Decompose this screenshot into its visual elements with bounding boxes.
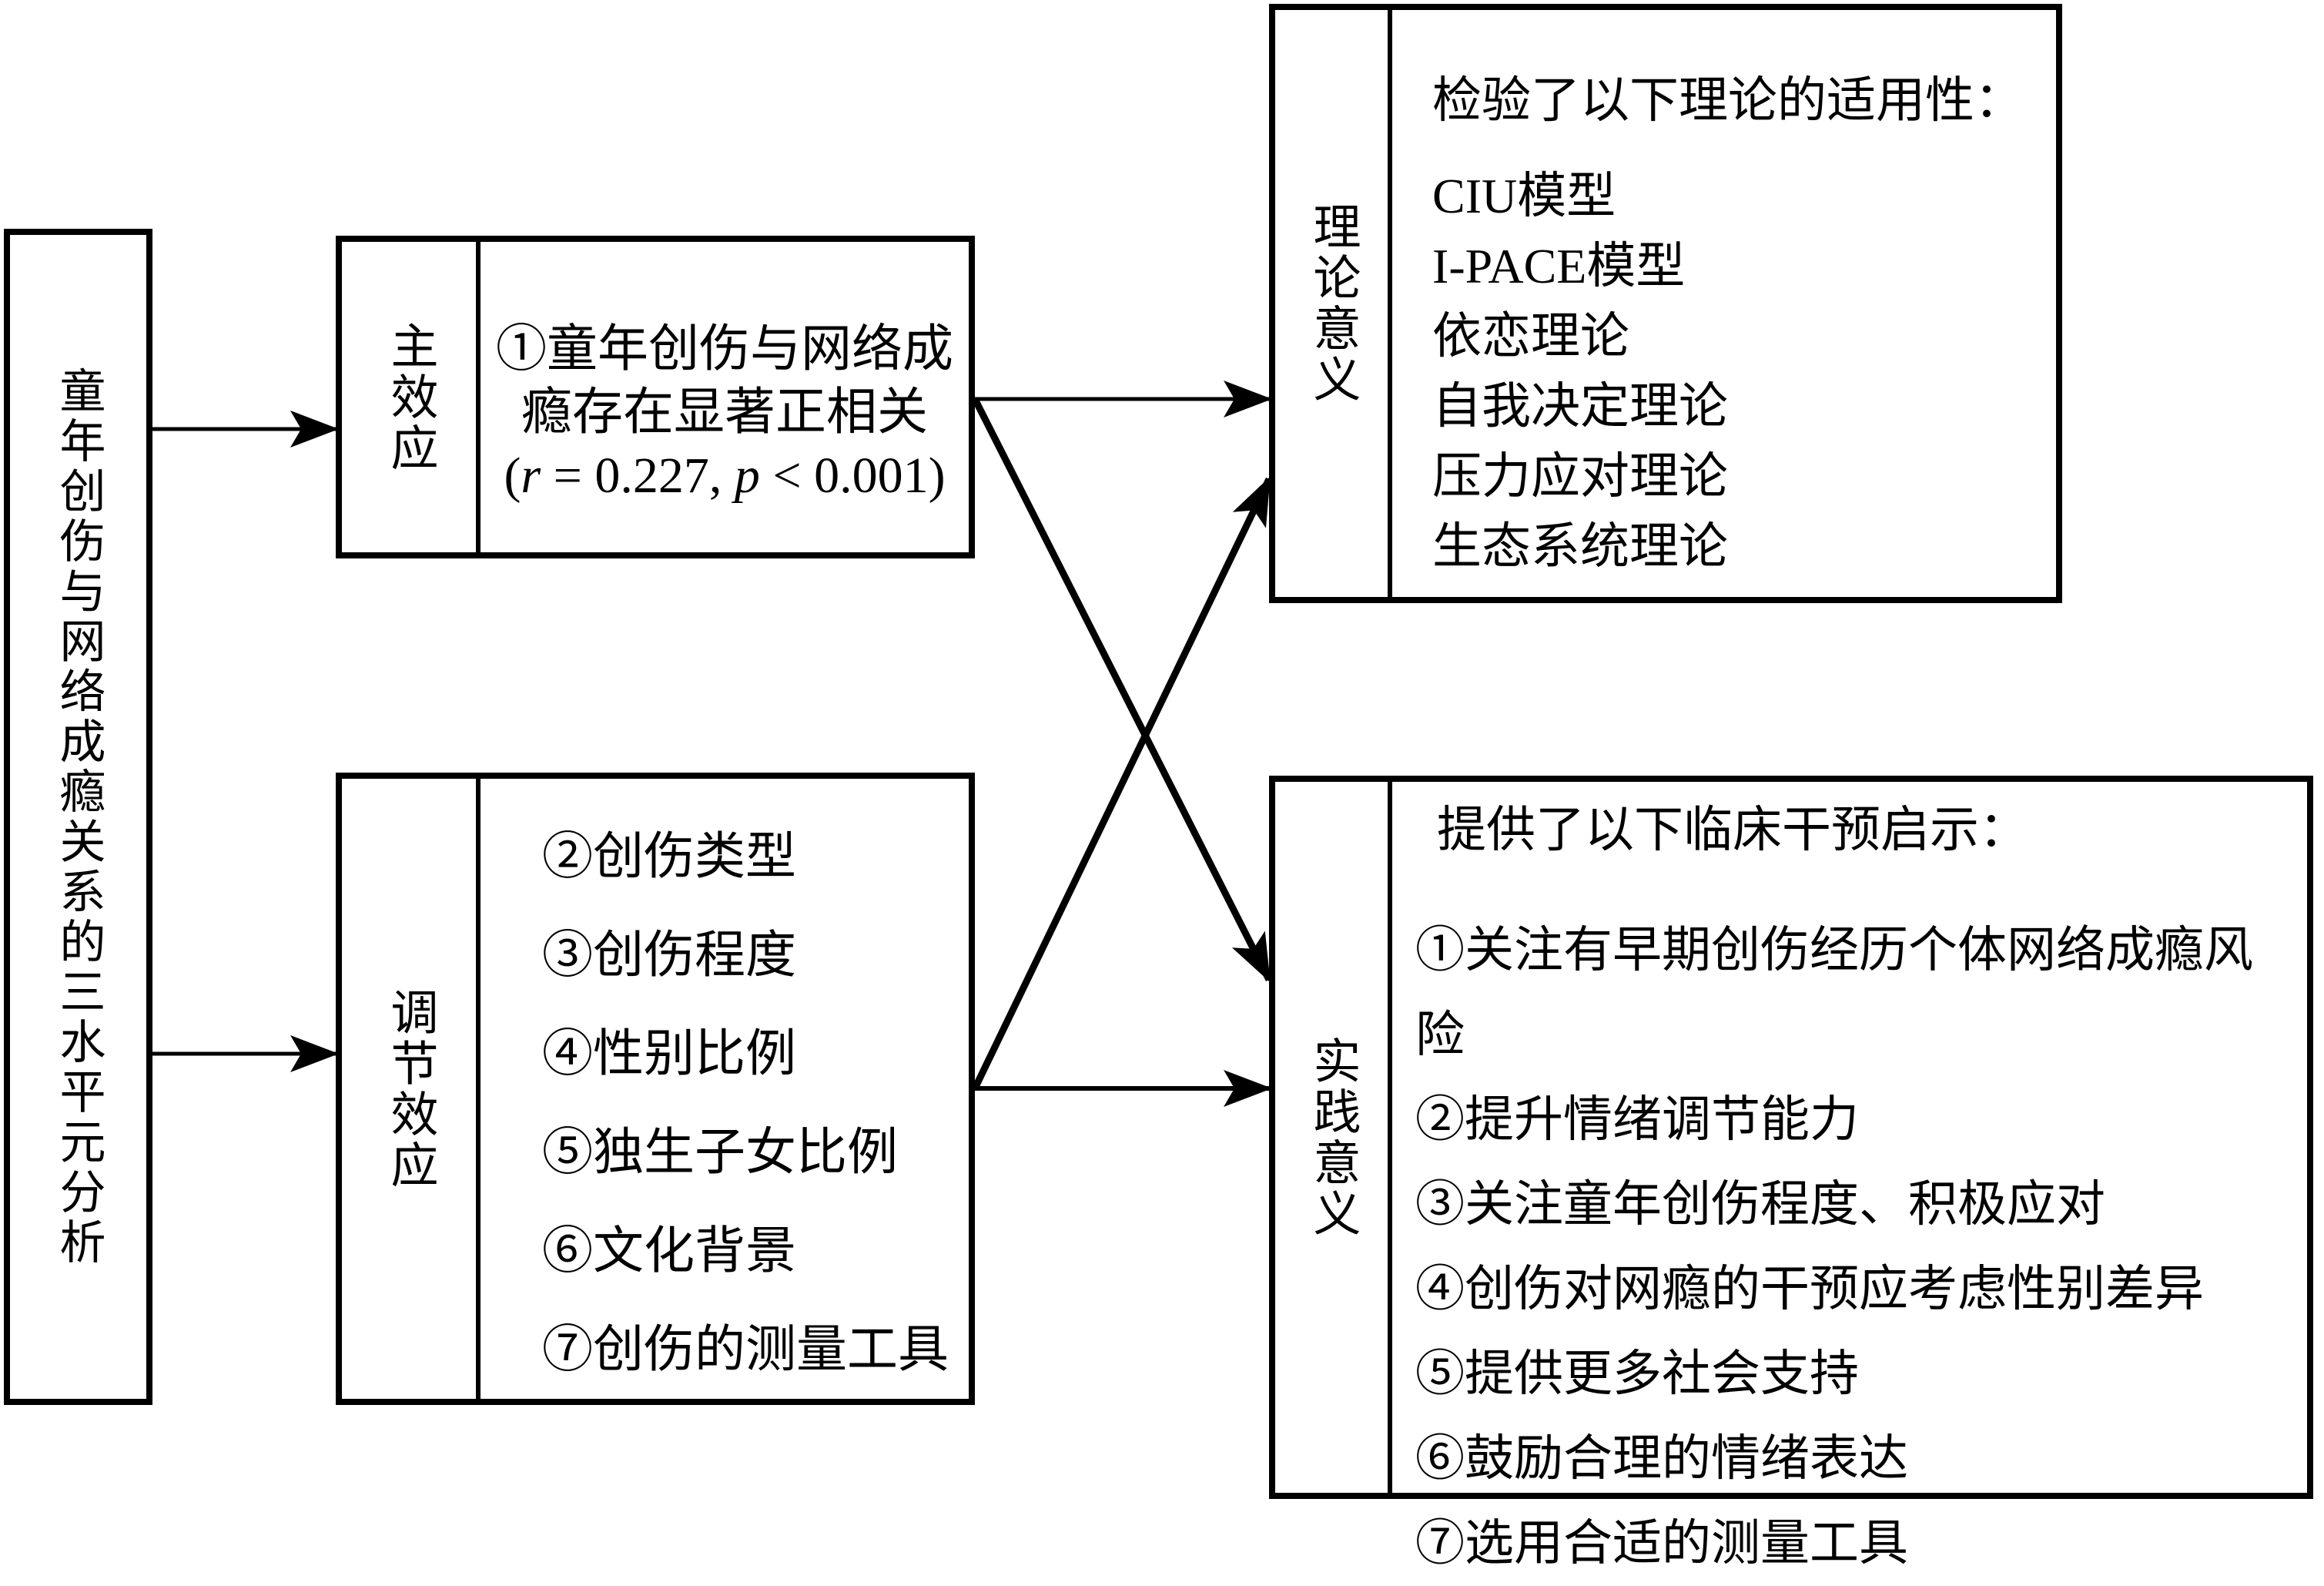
practice-content: 提供了以下临床干预启示： ①关注有早期创伤经历个体网络成瘾风险 ②提升情绪调节能… (1392, 782, 2307, 1571)
main-effect-label: 主效应 (383, 320, 436, 474)
moderation-box: 调节效应 ②创伤类型 ③创伤程度 ④性别比例 ⑤独生子女比例 ⑥文化背景 ⑦创伤… (336, 773, 975, 1405)
practice-box: 实践意义 提供了以下临床干预启示： ①关注有早期创伤经历个体网络成瘾风险 ②提升… (1269, 776, 2313, 1571)
theory-item: 依恋理论 (1432, 309, 1629, 364)
theory-item: I-PACE模型 (1432, 239, 1686, 293)
moderation-item: ③创伤程度 (542, 927, 796, 984)
main-effect-content: ①童年创伤与网络成 瘾存在显著正相关 (r = 0.227, p < 0.001… (481, 242, 969, 552)
stats-p-value: < 0.001) (759, 447, 946, 504)
practice-label-cell: 实践意义 (1275, 782, 1392, 1493)
practice-label: 实践意义 (1305, 1035, 1358, 1239)
theory-label: 理论意义 (1305, 202, 1358, 405)
practice-item: ④创伤对网瘾的干预应考虑性别差异 (1415, 1262, 2204, 1316)
moderation-item: ④性别比例 (542, 1026, 796, 1082)
theory-header: 检验了以下理论的适用性： (1432, 73, 2024, 128)
stats-p-symbol: p (734, 447, 760, 504)
theory-item: 生态系统理论 (1432, 519, 1728, 574)
main-effect-statistics: (r = 0.227, p < 0.001) (504, 444, 945, 508)
practice-item: ③关注童年创伤程度、积极应对 (1415, 1177, 2105, 1232)
meta-analysis-flow-diagram: 童年创伤与网络成瘾关系的三水平元分析 主效应 ①童年创伤与网络成 瘾存在显著正相… (4, 4, 2313, 1571)
practice-item: ⑦选用合适的测量工具 (1415, 1516, 1908, 1571)
theory-content: 检验了以下理论的适用性： CIU模型 I-PACE模型 依恋理论 自我决定理论 … (1392, 10, 2056, 597)
theory-item: 自我决定理论 (1432, 379, 1728, 434)
main-effect-box: 主效应 ①童年创伤与网络成 瘾存在显著正相关 (r = 0.227, p < 0… (336, 236, 975, 558)
moderation-label: 调节效应 (383, 987, 436, 1191)
practice-item: ①关注有早期创伤经历个体网络成瘾风险 (1415, 923, 2253, 1062)
practice-item: ⑥鼓励合理的情绪表达 (1415, 1431, 1908, 1486)
theory-box: 理论意义 检验了以下理论的适用性： CIU模型 I-PACE模型 依恋理论 自我… (1269, 4, 2062, 603)
source-label: 童年创伤与网络成瘾关系的三水平元分析 (53, 366, 104, 1268)
arrow-moderation-to-theory (971, 476, 1273, 1090)
source-box: 童年创伤与网络成瘾关系的三水平元分析 (4, 229, 152, 1405)
stats-r-value: = 0.227, (541, 447, 735, 504)
main-effect-label-cell: 主效应 (342, 242, 481, 552)
stats-r-symbol: r (521, 447, 541, 504)
moderation-item: ⑥文化背景 (542, 1223, 796, 1279)
arrow-connectors-layer (152, 381, 1273, 1107)
theory-item: CIU模型 (1432, 169, 1616, 223)
practice-item: ⑤提供更多社会支持 (1415, 1346, 1859, 1401)
practice-item: ②提升情绪调节能力 (1415, 1092, 1859, 1147)
moderation-item: ⑦创伤的测量工具 (542, 1322, 949, 1378)
moderation-item: ②创伤类型 (542, 829, 796, 885)
main-effect-line-1: ①童年创伤与网络成 (496, 320, 953, 377)
main-effect-line-2: 瘾存在显著正相关 (521, 384, 928, 441)
arrow-main-effect-to-practice (971, 397, 1273, 983)
moderation-item: ⑤独生子女比例 (542, 1125, 898, 1181)
moderation-label-cell: 调节效应 (342, 779, 481, 1399)
practice-header: 提供了以下临床干预启示： (1437, 803, 2028, 857)
theory-item: 压力应对理论 (1432, 449, 1728, 504)
moderation-content: ②创伤类型 ③创伤程度 ④性别比例 ⑤独生子女比例 ⑥文化背景 ⑦创伤的测量工具 (481, 779, 969, 1399)
stats-open-paren: ( (504, 447, 521, 504)
theory-label-cell: 理论意义 (1275, 10, 1392, 597)
